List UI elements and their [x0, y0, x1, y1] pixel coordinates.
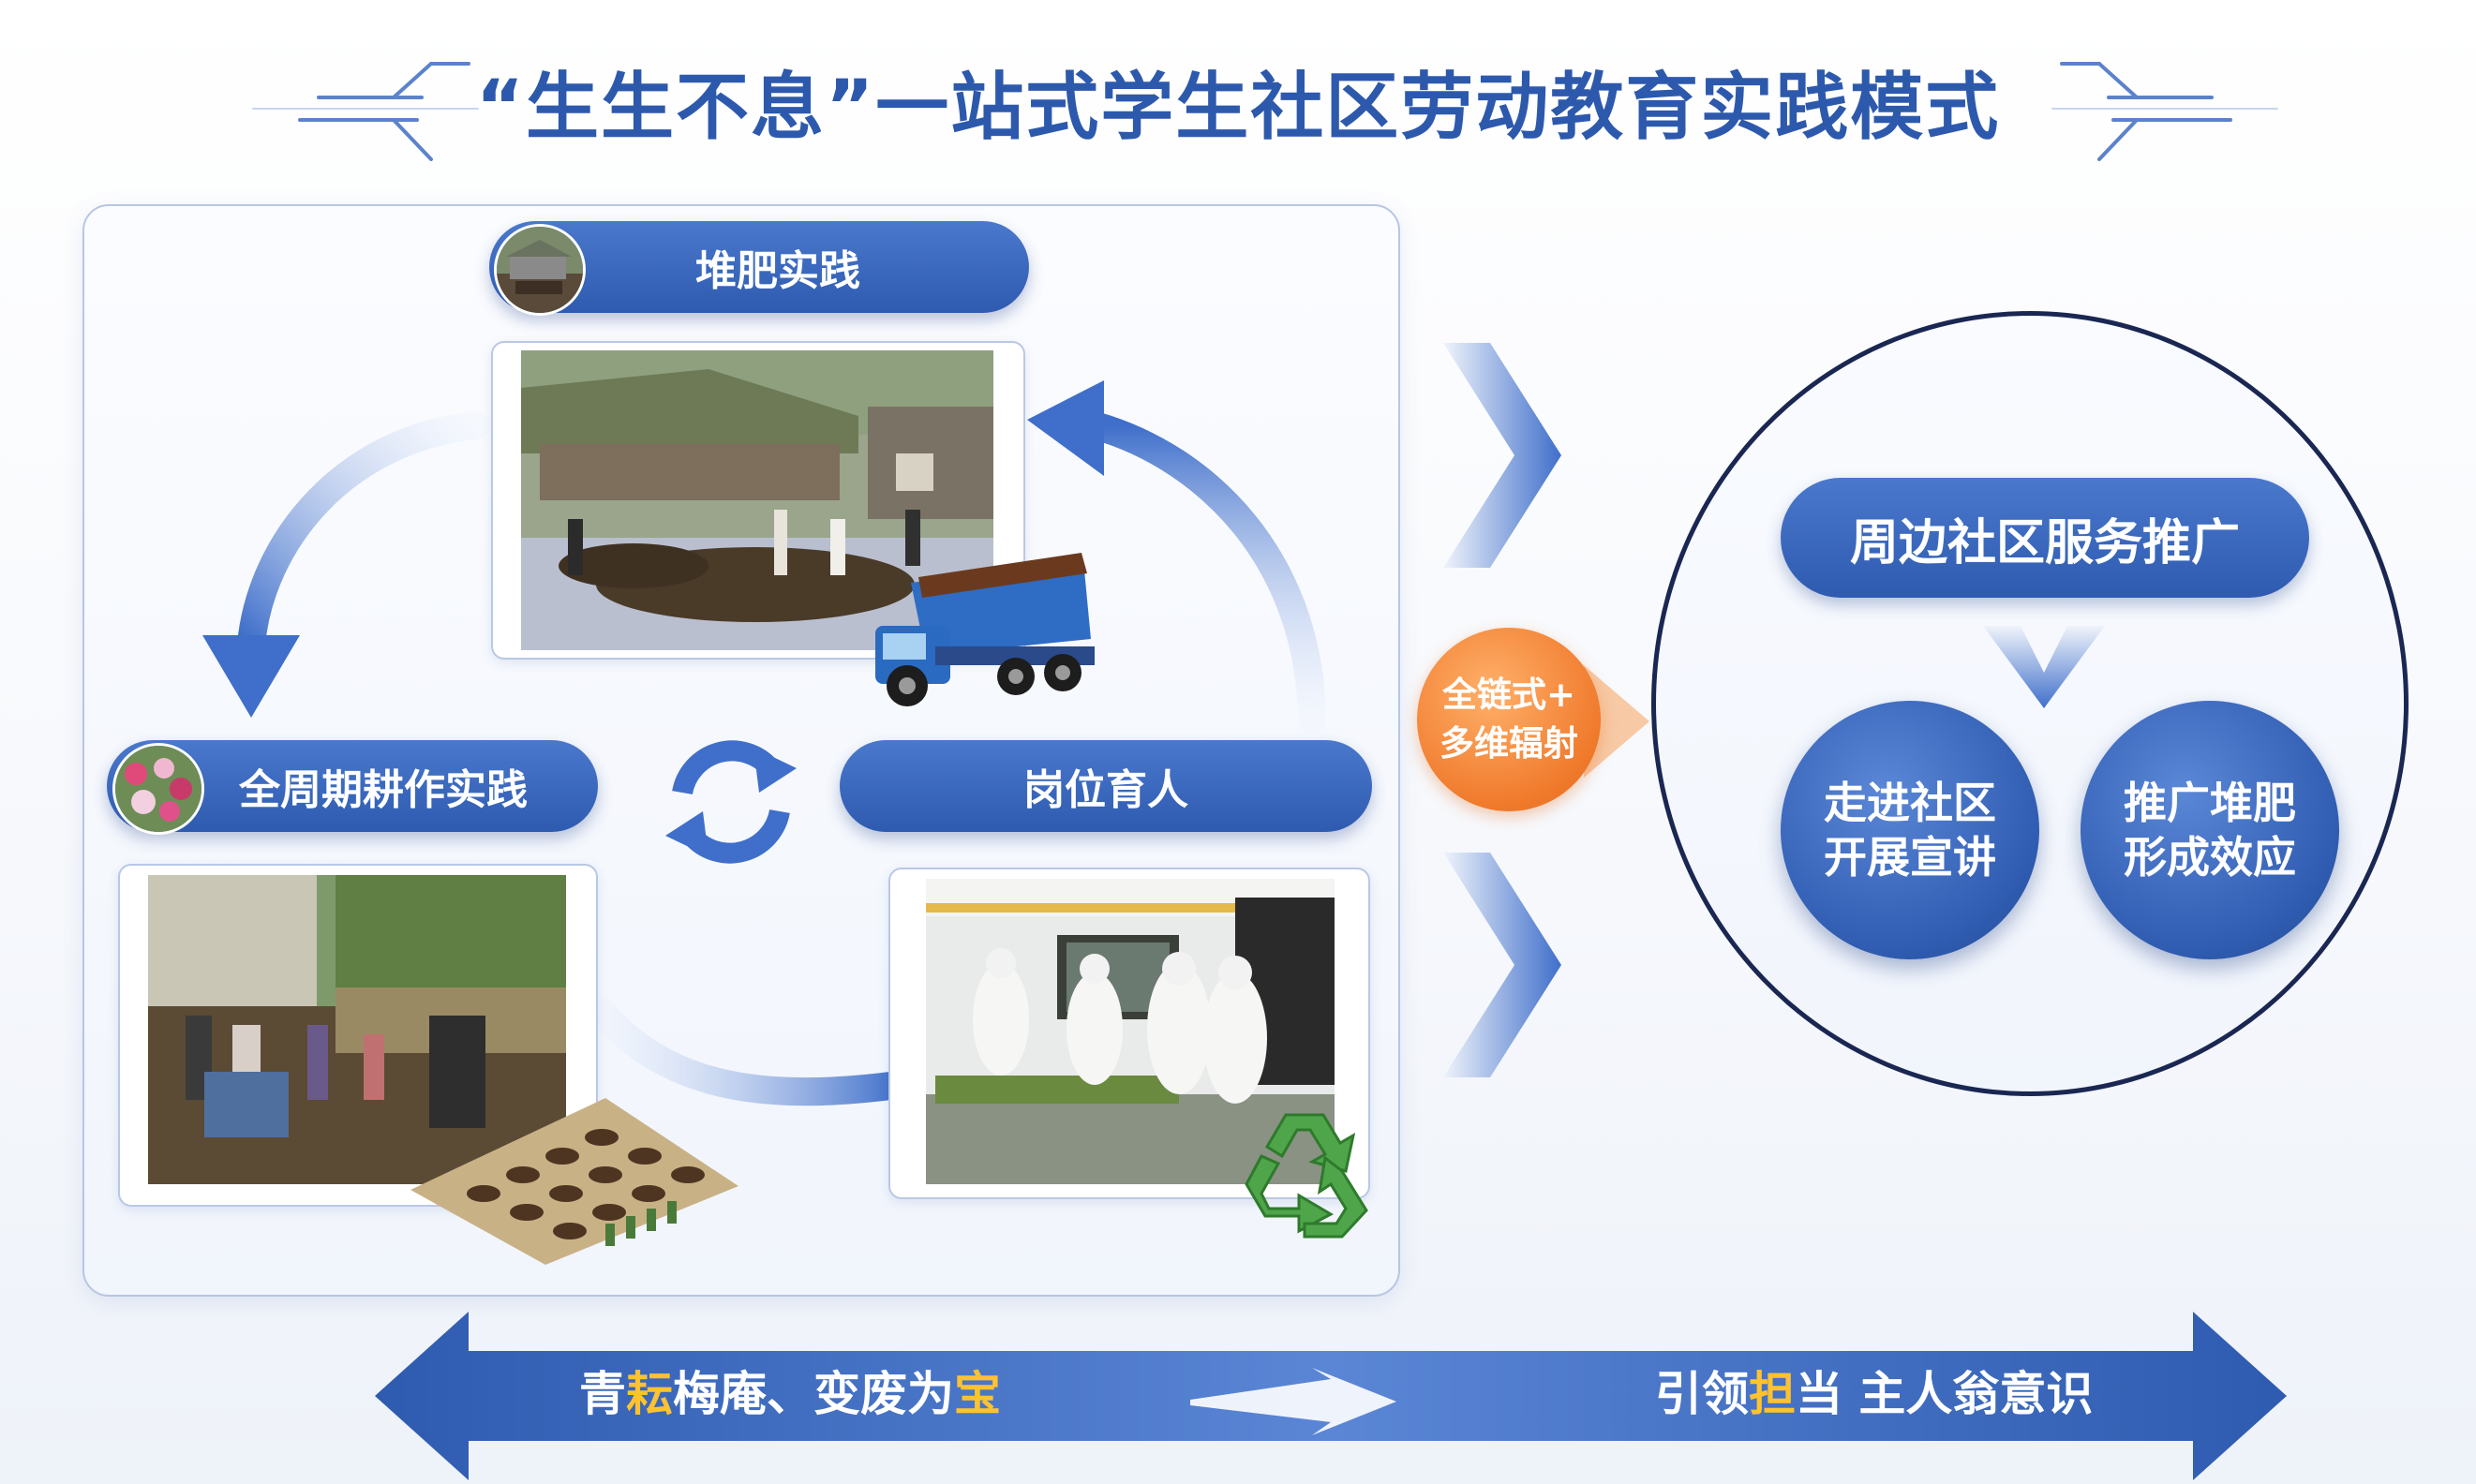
- banner-right-highlight: 担: [1749, 1367, 1796, 1421]
- double-arrow-banner: [375, 1312, 2287, 1480]
- recycle-icon: [1245, 1113, 1368, 1239]
- chevron-down-icon: [1983, 626, 2105, 708]
- community-service-header: 周边社区服务推广: [1781, 478, 2309, 598]
- badge-arrow-icon: [1584, 665, 1649, 778]
- banner-right-pre: 引领: [1655, 1367, 1749, 1421]
- compost-photo: [521, 350, 993, 650]
- promote-compost-line-2: 形成效应: [2124, 832, 2296, 883]
- badge-line-2: 多维辐射: [1439, 723, 1578, 764]
- compost-practice-label: 堆肥实践: [695, 247, 860, 295]
- garden-plot-icon: [410, 1098, 738, 1265]
- banner-right-post: 当 主人翁意识: [1796, 1367, 2094, 1421]
- cultivation-photo: [148, 875, 566, 1184]
- full-chain-badge: 全链式+ 多维辐射: [1417, 628, 1601, 811]
- rotate-cycle-icon: [665, 740, 797, 864]
- compost-thumbnail: [494, 224, 586, 316]
- community-talk-ball: 走进社区 开展宣讲: [1781, 701, 2039, 959]
- chevron-top-icon: [1443, 343, 1561, 568]
- banner-right-slogan: 引领担当 主人翁意识: [1655, 1357, 2093, 1424]
- community-talk-line-1: 走进社区: [1824, 778, 1996, 828]
- page-title: “生生不息”一站式学生社区劳动教育实践模式: [475, 66, 2001, 150]
- post-photo: [926, 879, 1335, 1184]
- banner-left-post: 梅庵、变废为: [673, 1367, 954, 1421]
- banner-left-highlight-2: 宝: [954, 1367, 1001, 1421]
- community-talk-line-2: 开展宣讲: [1824, 832, 1996, 883]
- community-service-circle: [1651, 311, 2409, 1096]
- banner-left-highlight: 耘: [626, 1367, 673, 1421]
- dump-truck-icon: [875, 553, 1095, 706]
- banner-left-slogan: 青耘梅庵、变废为宝: [579, 1357, 1001, 1424]
- banner-left-pre: 青: [579, 1367, 626, 1421]
- promote-compost-line-1: 推广堆肥: [2124, 778, 2296, 828]
- cultivation-practice-label: 全周期耕作实践: [239, 766, 528, 814]
- flower-thumbnail: [112, 743, 204, 835]
- post-education-pill: 岗位育人: [840, 740, 1372, 832]
- title-deco-left: [252, 62, 479, 161]
- promote-compost-ball: 推广堆肥 形成效应: [2081, 701, 2339, 959]
- badge-line-1: 全链式+: [1441, 675, 1575, 715]
- chevron-bottom-icon: [1443, 853, 1561, 1077]
- title-deco-right: [2051, 62, 2278, 161]
- community-service-label: 周边社区服务推广: [1849, 514, 2240, 571]
- post-education-label: 岗位育人: [1023, 766, 1188, 814]
